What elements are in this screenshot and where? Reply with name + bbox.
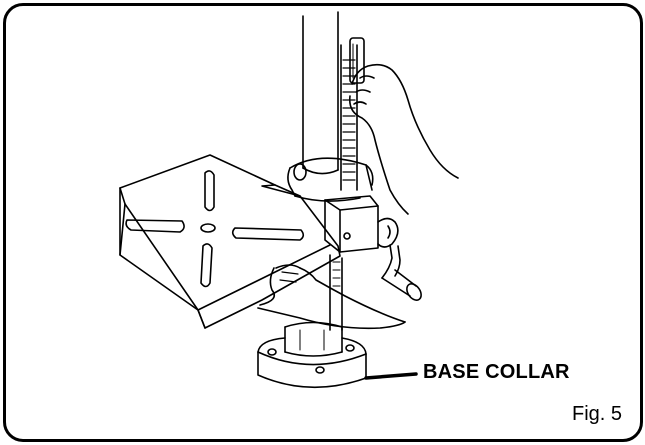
table-collar bbox=[287, 157, 374, 202]
base-collar bbox=[257, 321, 367, 389]
lower-hand bbox=[257, 264, 406, 330]
callout-leader bbox=[364, 372, 418, 380]
column bbox=[302, 11, 339, 175]
figure-number: Fig. 5 bbox=[572, 403, 623, 425]
work-table bbox=[119, 154, 341, 329]
support-block bbox=[324, 195, 379, 253]
rack bbox=[340, 37, 365, 191]
base-collar-label: BASE COLLAR bbox=[423, 361, 570, 383]
lower-column bbox=[329, 254, 343, 331]
upper-hand bbox=[348, 63, 459, 215]
crank-handle bbox=[377, 217, 422, 301]
